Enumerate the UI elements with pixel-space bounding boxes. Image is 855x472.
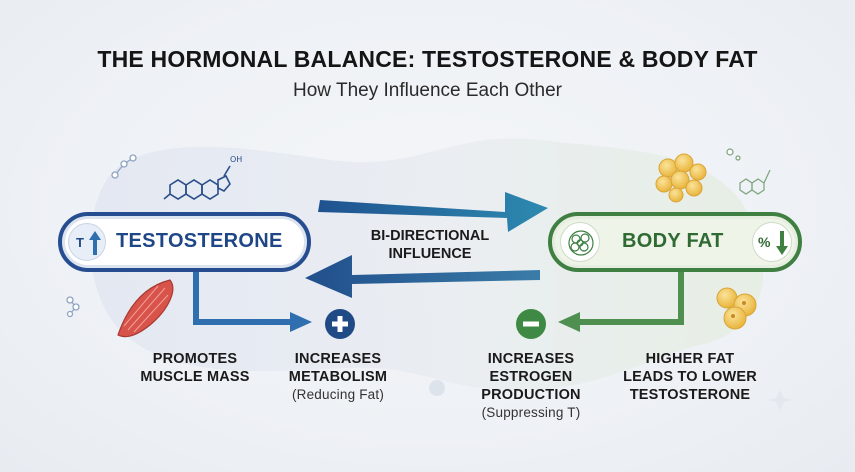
body-fat-node: BODY FAT % xyxy=(548,212,802,272)
testosterone-up-badge: T xyxy=(68,223,106,261)
molecule-icon xyxy=(66,296,80,318)
plus-icon xyxy=(325,309,355,339)
molecule-icon xyxy=(726,148,771,195)
caption-estrogen-note: (Suppressing T) xyxy=(481,405,581,420)
caption-metabolism-line2: METABOLISM xyxy=(288,369,388,385)
fat-cell-outline-icon xyxy=(568,230,594,256)
decor-sparkle xyxy=(768,390,792,410)
page-subtitle: How They Influence Each Other xyxy=(293,80,562,101)
caption-estrogen-line3: PRODUCTION xyxy=(481,387,581,403)
arrow-fat-to-testosterone xyxy=(305,255,540,298)
testosterone-node: T TESTOSTERONE xyxy=(58,212,311,272)
decor-dot xyxy=(429,380,445,396)
arrow-testosterone-to-fat xyxy=(318,192,548,232)
muscle-icon xyxy=(117,279,174,338)
caption-lower-t-line1: HIGHER FAT xyxy=(645,351,735,367)
caption-estrogen-line1: INCREASES xyxy=(487,351,575,367)
percent-symbol: % xyxy=(758,234,771,250)
caption-metabolism: INCREASES METABOLISM (Reducing Fat) xyxy=(268,350,408,404)
caption-metabolism-note: (Reducing Fat) xyxy=(291,387,385,402)
page-title: THE HORMONAL BALANCE: TESTOSTERONE & BOD… xyxy=(97,46,758,72)
caption-lower-t-line2: LEADS TO LOWER xyxy=(623,369,757,385)
molecule-icon xyxy=(111,154,137,179)
fat-down-badge: % xyxy=(752,222,792,262)
caption-lower-t: HIGHER FAT LEADS TO LOWER TESTOSTERONE xyxy=(610,350,770,404)
caption-estrogen: INCREASES ESTROGEN PRODUCTION (Suppressi… xyxy=(458,350,604,422)
minus-icon xyxy=(516,309,546,339)
background-blob xyxy=(90,138,764,390)
caption-muscle-line1: PROMOTES xyxy=(152,351,238,367)
bidirectional-line2: INFLUENCE xyxy=(388,246,472,262)
testosterone-symbol: T xyxy=(76,235,84,250)
caption-muscle-line2: MUSCLE MASS xyxy=(140,369,250,385)
caption-estrogen-line2: ESTROGEN xyxy=(489,369,573,385)
steroid-molecule-icon: OH xyxy=(163,155,242,200)
fat-cell-badge xyxy=(560,222,600,262)
body-fat-label: BODY FAT xyxy=(622,230,724,252)
caption-muscle: PROMOTES MUSCLE MASS xyxy=(120,350,270,386)
up-arrow-icon xyxy=(89,231,101,255)
bidirectional-line1: BI-DIRECTIONAL xyxy=(370,228,490,244)
down-arrow-icon xyxy=(776,231,788,255)
caption-lower-t-line3: TESTOSTERONE xyxy=(629,387,751,403)
caption-metabolism-line1: INCREASES xyxy=(294,351,382,367)
testosterone-label: TESTOSTERONE xyxy=(116,230,283,252)
arrow-fat-to-estrogen xyxy=(558,272,684,332)
bidirectional-label: BI-DIRECTIONAL INFLUENCE xyxy=(355,227,505,263)
svg-text:OH: OH xyxy=(230,155,242,164)
arrow-testosterone-to-metabolism xyxy=(193,272,312,332)
fat-cluster-icon xyxy=(716,287,757,330)
fat-cell-icon xyxy=(655,153,707,203)
